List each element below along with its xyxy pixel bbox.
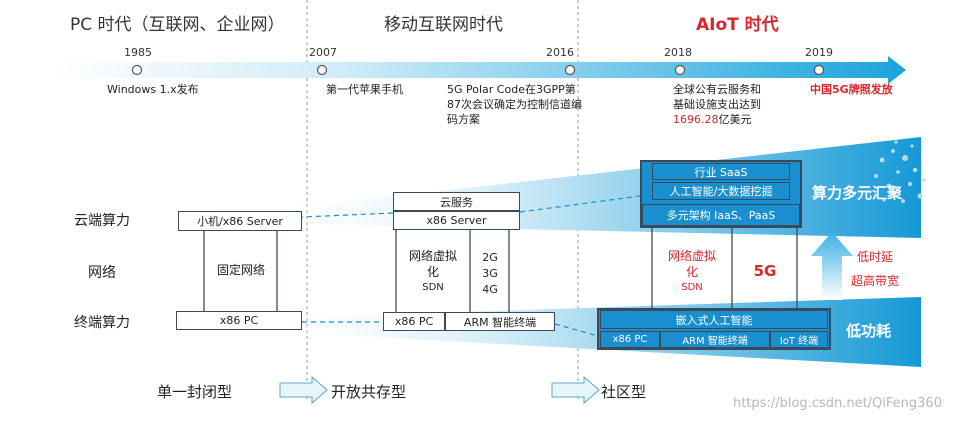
year-2018: 2018 <box>664 46 692 59</box>
event-2018-amount: 1696.28 <box>673 113 719 126</box>
model-open: 开放共存型 <box>331 383 407 401</box>
aiot-multi-arch: 多元架构 IaaS、PaaS <box>642 204 800 226</box>
timeline-markers <box>131 64 825 76</box>
mobile-network-generations: 2G 3G 4G <box>472 250 508 298</box>
aiot-5g: 5G <box>753 262 777 280</box>
up-arrow <box>811 232 853 300</box>
pc-terminal-box: x86 PC <box>176 311 302 330</box>
event-2019: 中国5G牌照发放 <box>810 83 893 96</box>
event-2018-unit: 亿美元 <box>718 113 752 126</box>
aiot-network-sdn: SDN <box>681 282 703 293</box>
marker-2007 <box>316 64 328 76</box>
mobile-terminal-arm: ARM 智能终端 <box>445 312 555 331</box>
event-2018-line1: 全球公有云服务和 <box>673 83 761 96</box>
marker-2018 <box>674 64 686 76</box>
low-power-label: 低功耗 <box>846 322 892 340</box>
aiot-embedded-ai: 嵌入式人工智能 <box>600 310 828 329</box>
row-label-cloud: 云端算力 <box>74 213 130 229</box>
model-community: 社区型 <box>601 383 647 401</box>
row-label-terminal: 终端算力 <box>74 315 130 331</box>
gen-4g: 4G <box>482 283 498 296</box>
transition-arrow-1 <box>279 375 328 405</box>
low-latency-label: 低时延 <box>857 250 894 264</box>
marker-1985 <box>131 64 143 76</box>
year-2007: 2007 <box>309 46 337 59</box>
transition-arrow-2 <box>551 375 600 405</box>
mobile-network-sdn: SDN <box>422 282 444 293</box>
event-2007: 第一代苹果手机 <box>326 83 403 96</box>
watermark: https://blog.csdn.net/QiFeng360 <box>733 396 942 411</box>
year-2019: 2019 <box>805 46 833 59</box>
marker-2016 <box>564 64 576 76</box>
event-1985: Windows 1.x发布 <box>107 83 199 96</box>
event-2016: 5G Polar Code在3GPP第87次会议确定为控制信道编码方案 <box>447 83 582 126</box>
marker-2019 <box>813 64 825 76</box>
gen-3g: 3G <box>482 267 498 280</box>
model-closed: 单一封闭型 <box>157 383 233 401</box>
era-title-mobile: 移动互联网时代 <box>384 15 503 35</box>
event-2018-line2: 基础设施支出达到 <box>673 98 761 111</box>
aiot-terminal-arm: ARM 智能终端 <box>660 331 770 348</box>
aiot-ai-bigdata: 人工智能/大数据挖掘 <box>652 182 790 200</box>
mobile-cloud-service: 云服务 <box>393 192 520 211</box>
aiot-network-virt-label: 网络虚拟化 <box>668 249 717 279</box>
event-2018: 全球公有云服务和 基础设施支出达到 1696.28亿美元 <box>673 82 793 127</box>
row-label-network: 网络 <box>88 265 116 281</box>
gen-2g: 2G <box>482 251 498 264</box>
timeline-bar <box>55 56 906 84</box>
particle-cluster <box>868 140 926 203</box>
high-bandwidth-label: 超高带宽 <box>851 274 900 288</box>
aiot-saas: 行业 SaaS <box>652 163 790 180</box>
pc-network-label: 固定网络 <box>216 263 265 277</box>
year-1985: 1985 <box>124 46 152 59</box>
aiot-terminal-iot: IoT 终端 <box>770 331 828 348</box>
compute-convergence-label: 算力多元汇聚 <box>812 184 903 202</box>
pc-cloud-box: 小机/x86 Server <box>178 211 302 231</box>
aiot-network-virtualization: 网络虚拟化 SDN <box>656 248 728 296</box>
aiot-terminal-pc: x86 PC <box>600 331 660 348</box>
mobile-network-virt-label: 网络虚拟化 <box>409 249 458 279</box>
cloud-connector-2 <box>519 195 641 213</box>
mobile-cloud-server: x86 Server <box>393 211 520 230</box>
terminal-connector-2 <box>554 323 599 337</box>
mobile-terminal-pc: x86 PC <box>383 312 445 331</box>
year-2016: 2016 <box>546 46 574 59</box>
era-title-pc: PC 时代（互联网、企业网） <box>70 15 285 35</box>
era-title-aiot: AIoT 时代 <box>696 15 779 35</box>
mobile-network-virtualization: 网络虚拟化 SDN <box>398 248 468 296</box>
